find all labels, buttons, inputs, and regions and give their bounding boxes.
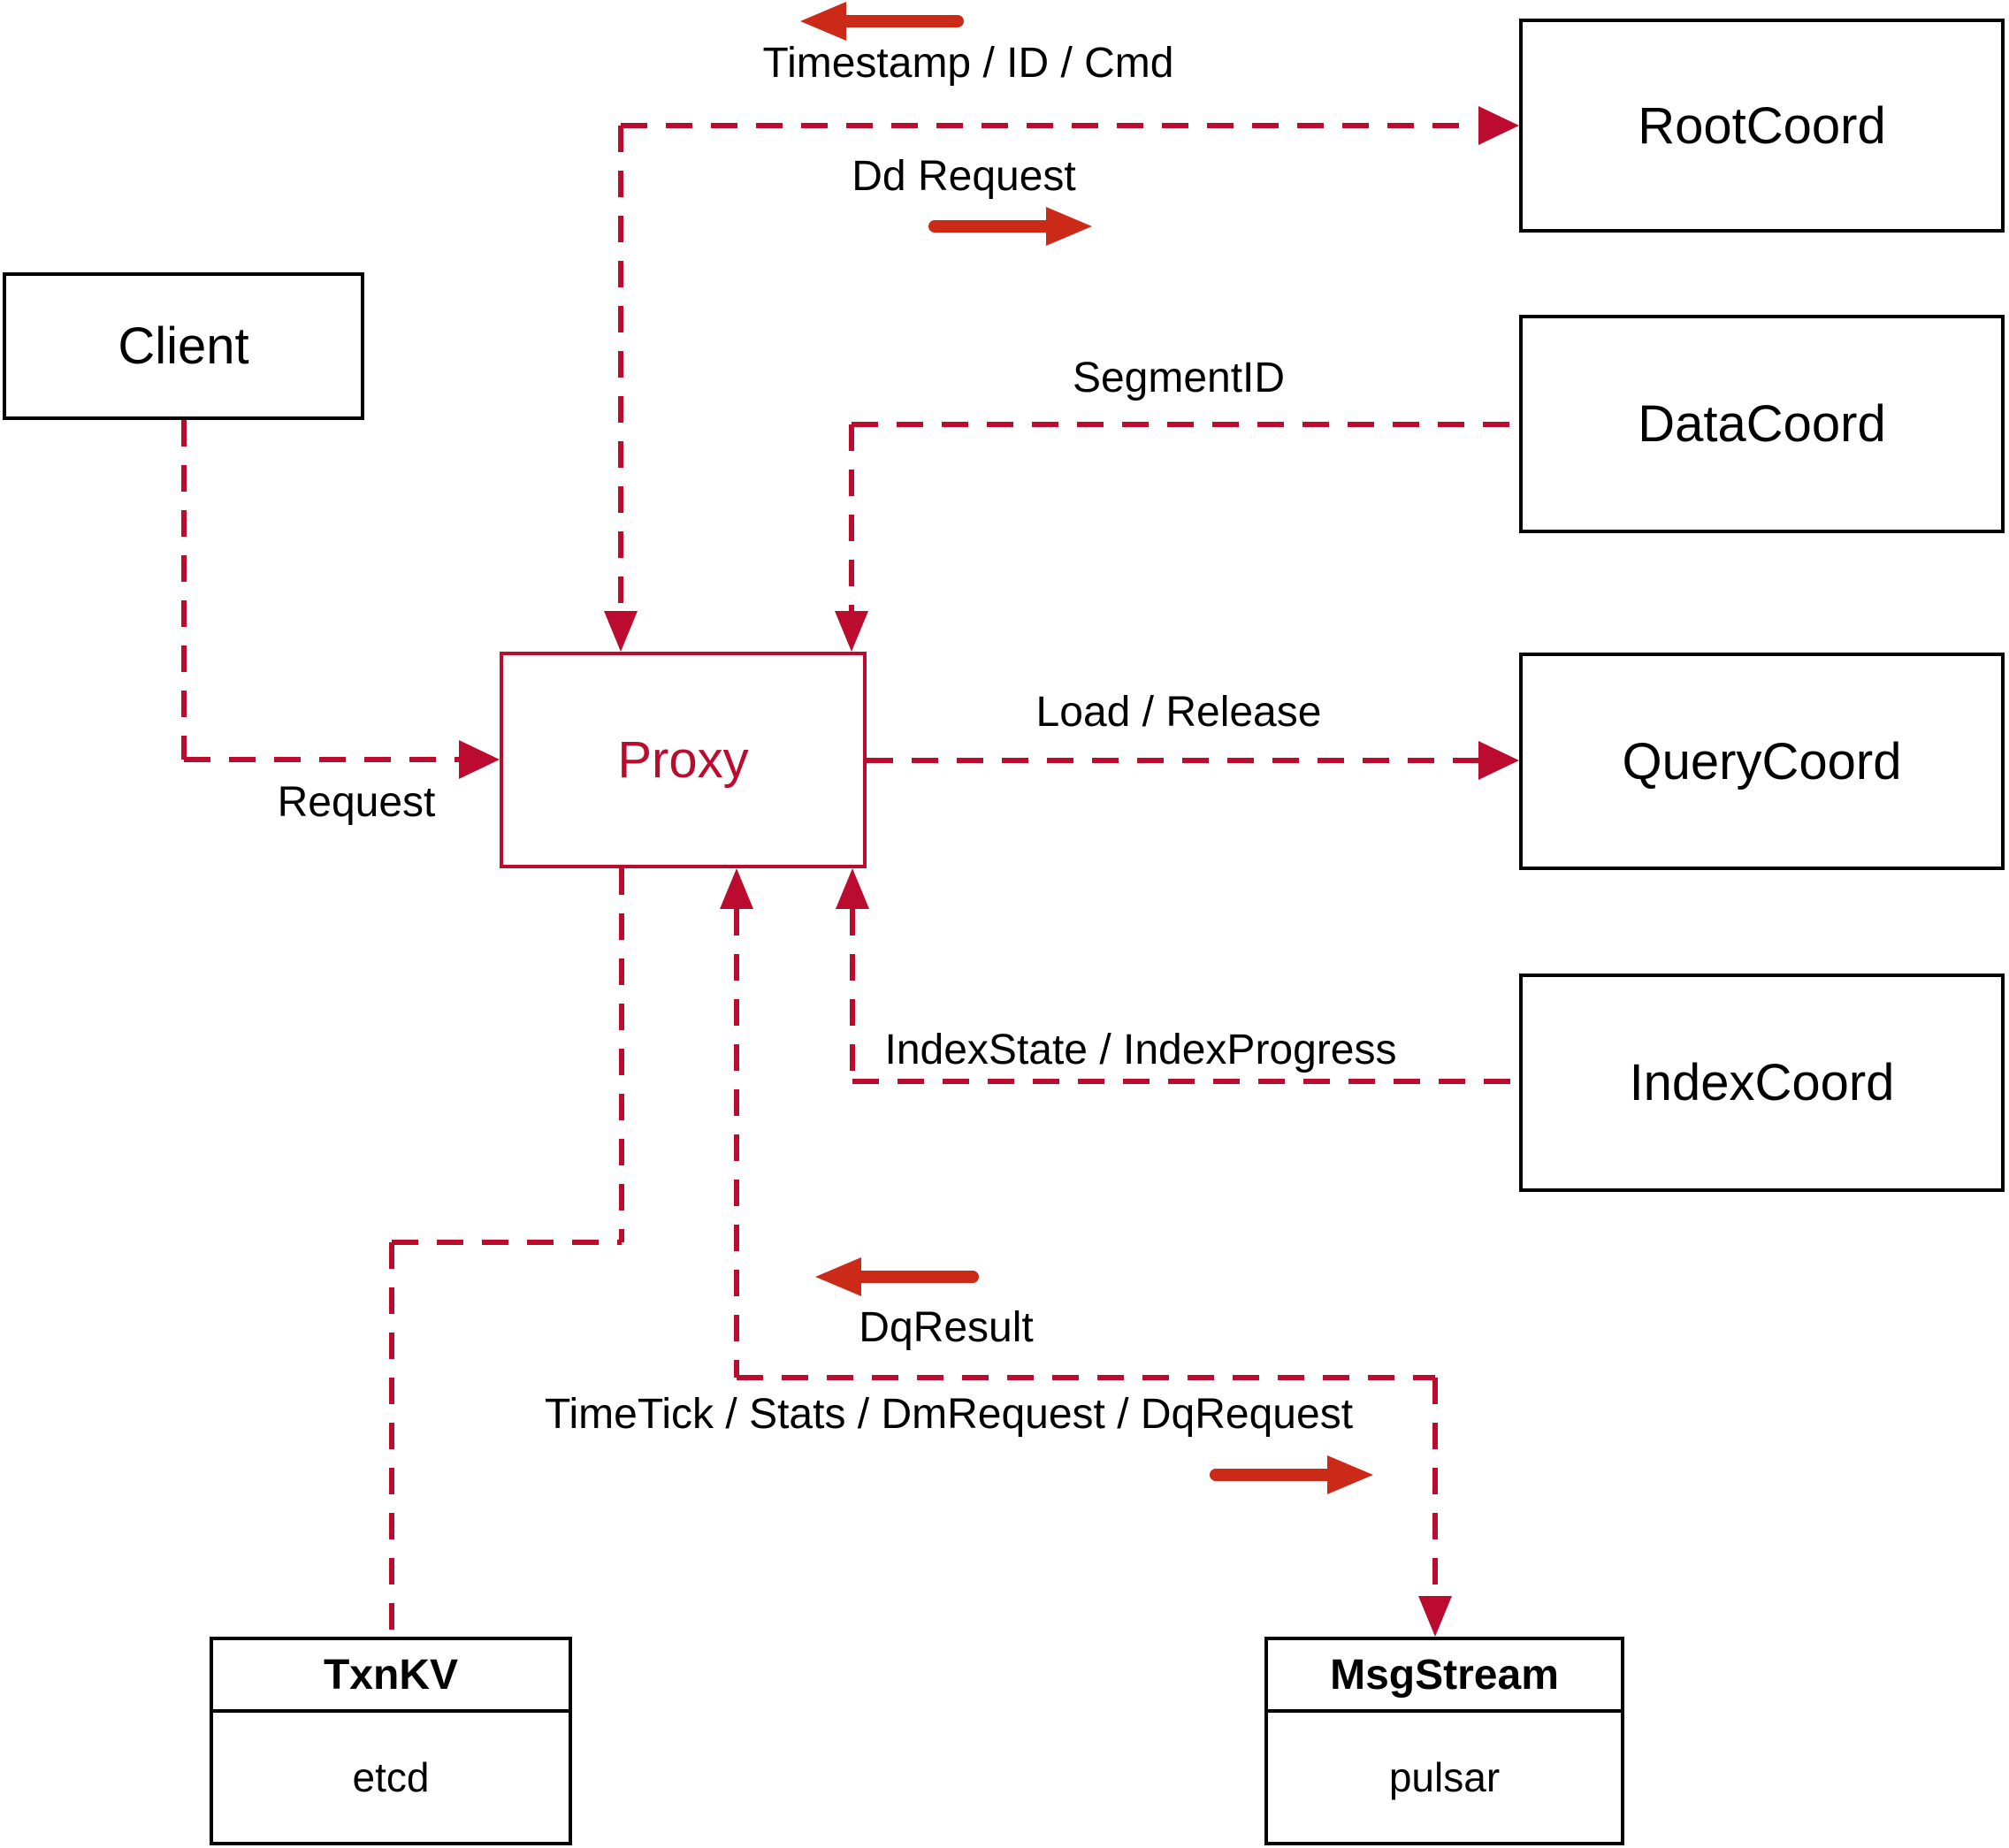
edge-label-segment-id: SegmentID: [1072, 355, 1286, 401]
edge-proxy-msgstream-segment: [734, 909, 739, 1378]
node-rootcoord: RootCoord: [1519, 19, 2005, 233]
arrowhead-into-proxy-icon: [720, 868, 753, 909]
direction-arrow-left-icon: [815, 1257, 979, 1296]
edge-label-index-state: IndexState / IndexProgress: [884, 1027, 1397, 1073]
edge-label-request: Request: [277, 779, 436, 826]
arrow-head: [1046, 207, 1092, 246]
node-querycoord-label: QueryCoord: [1622, 732, 1902, 790]
node-proxy: Proxy: [500, 652, 867, 868]
edge-label-dd-request: Dd Request: [852, 153, 1076, 200]
arrow-head: [800, 2, 846, 41]
node-indexcoord-label: IndexCoord: [1629, 1054, 1895, 1111]
edge-proxy-rootcoord-segment: [618, 126, 623, 610]
direction-arrow-left-icon: [800, 2, 964, 41]
arrow-shaft: [1210, 1469, 1336, 1481]
edge-label-load-release: Load / Release: [1035, 689, 1322, 736]
edge-proxy-txnkv-segment: [392, 1240, 622, 1245]
edge-label-dq-result: DqResult: [859, 1304, 1034, 1351]
node-datacoord-label: DataCoord: [1638, 395, 1886, 453]
edge-proxy-txnkv-segment: [619, 868, 624, 1242]
edge-datacoord-proxy-segment: [852, 422, 1519, 427]
node-client: Client: [3, 272, 364, 420]
arrowhead-into-proxy-icon: [835, 611, 868, 652]
edge-label-time-tick: TimeTick / Stats / DmRequest / DqRequest: [544, 1391, 1354, 1438]
arrowhead-into-proxy-icon: [459, 740, 500, 779]
arrow-shaft: [837, 15, 964, 27]
edge-datacoord-proxy-segment: [849, 424, 854, 611]
edge-proxy-msgstream-segment: [1432, 1378, 1438, 1601]
node-txnkv-impl: etcd: [352, 1754, 430, 1800]
node-msgstream: MsgStream pulsar: [1264, 1637, 1624, 1845]
arrow-shaft: [852, 1271, 979, 1283]
node-txnkv: TxnKV etcd: [210, 1637, 572, 1845]
edge-indexcoord-proxy-segment: [850, 909, 855, 1081]
edge-client-proxy-segment: [184, 757, 468, 762]
edge-client-proxy-segment: [181, 420, 187, 760]
direction-arrow-right-icon: [1210, 1455, 1373, 1494]
node-msgstream-title: MsgStream: [1268, 1640, 1621, 1713]
arrow-head: [1327, 1455, 1373, 1494]
arrowhead-into-querycoord-icon: [1478, 741, 1519, 780]
node-rootcoord-label: RootCoord: [1638, 96, 1886, 155]
arrowhead-into-rootcoord-icon: [1478, 106, 1519, 145]
arrowhead-into-proxy-icon: [836, 868, 869, 909]
node-indexcoord: IndexCoord: [1519, 974, 2005, 1192]
edge-proxy-rootcoord-segment: [621, 123, 1473, 128]
edge-proxy-msgstream-segment: [737, 1375, 1435, 1380]
direction-arrow-right-icon: [928, 207, 1092, 246]
node-msgstream-impl: pulsar: [1388, 1754, 1501, 1800]
node-querycoord: QueryCoord: [1519, 653, 2005, 870]
edge-label-timestamp-id-cmd: Timestamp / ID / Cmd: [762, 40, 1174, 87]
node-proxy-label: Proxy: [617, 731, 749, 789]
node-client-label: Client: [118, 317, 249, 375]
arrow-shaft: [928, 220, 1055, 233]
edge-proxy-txnkv-segment: [389, 1242, 394, 1637]
arrowhead-into-proxy-icon: [604, 611, 638, 652]
edge-proxy-querycoord-segment: [867, 758, 1478, 763]
node-txnkv-title: TxnKV: [213, 1640, 569, 1713]
edge-indexcoord-proxy-segment: [852, 1079, 1519, 1084]
arrow-head: [815, 1257, 861, 1296]
node-datacoord: DataCoord: [1519, 315, 2005, 533]
arrowhead-into-msgstream-icon: [1418, 1596, 1452, 1637]
